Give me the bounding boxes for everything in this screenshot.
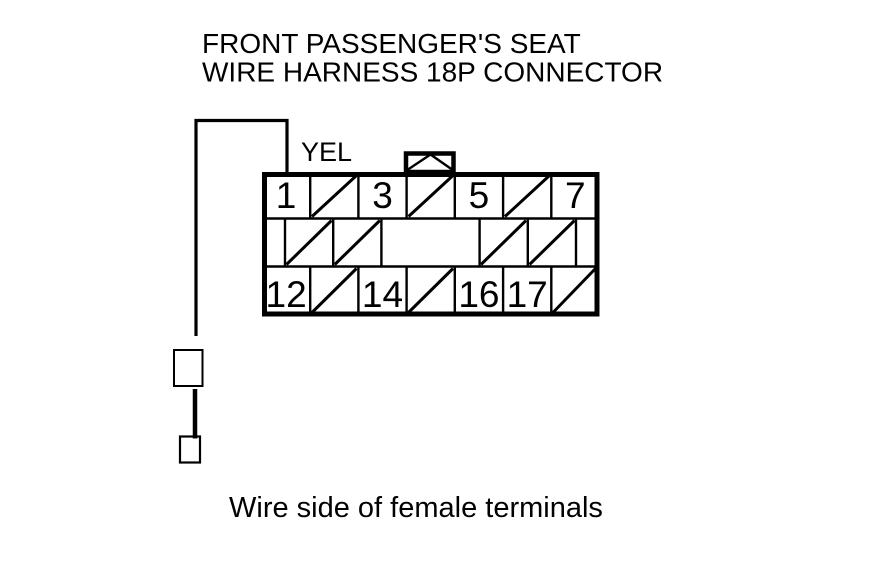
empty-cavity-slash	[333, 219, 381, 266]
pin-label-1: 1	[276, 175, 297, 216]
connector-outline	[262, 172, 600, 317]
diagram-title-line2: WIRE HARNESS 18P CONNECTOR	[202, 57, 663, 88]
empty-cavity-slash	[503, 174, 551, 218]
empty-cavity-slash	[310, 174, 358, 218]
wire-color-label: YEL	[301, 137, 352, 167]
key-tab-mark	[405, 153, 432, 172]
pin-label-12: 12	[266, 274, 307, 315]
connector-key-tab	[403, 151, 456, 175]
empty-cavity-slash	[479, 219, 528, 266]
pin-label-3: 3	[372, 175, 393, 216]
connector-body: 1 3 5 7 12 14 16 17	[262, 172, 600, 317]
caption: Wire side of female terminals	[229, 492, 603, 524]
empty-cavity-slash	[285, 219, 333, 266]
empty-cavity-slash	[310, 267, 358, 314]
empty-cavity-slash	[528, 219, 576, 266]
pin-label-16: 16	[458, 274, 499, 315]
wire-end-box-small	[178, 435, 202, 464]
pin-label-14: 14	[362, 274, 403, 315]
wire-trace	[194, 118, 289, 336]
empty-cavity-slash	[551, 267, 597, 314]
wire-end-box-large	[173, 349, 204, 387]
empty-cavity-slash	[407, 267, 455, 314]
key-tab-mark	[429, 153, 455, 172]
empty-cavity-slash	[407, 174, 455, 218]
pin-label-7: 7	[565, 175, 586, 216]
diagram-title-line1: FRONT PASSENGER'S SEAT	[202, 28, 581, 59]
pin-label-17: 17	[507, 274, 548, 315]
pin-label-5: 5	[469, 175, 490, 216]
yel-wire	[192, 118, 289, 439]
